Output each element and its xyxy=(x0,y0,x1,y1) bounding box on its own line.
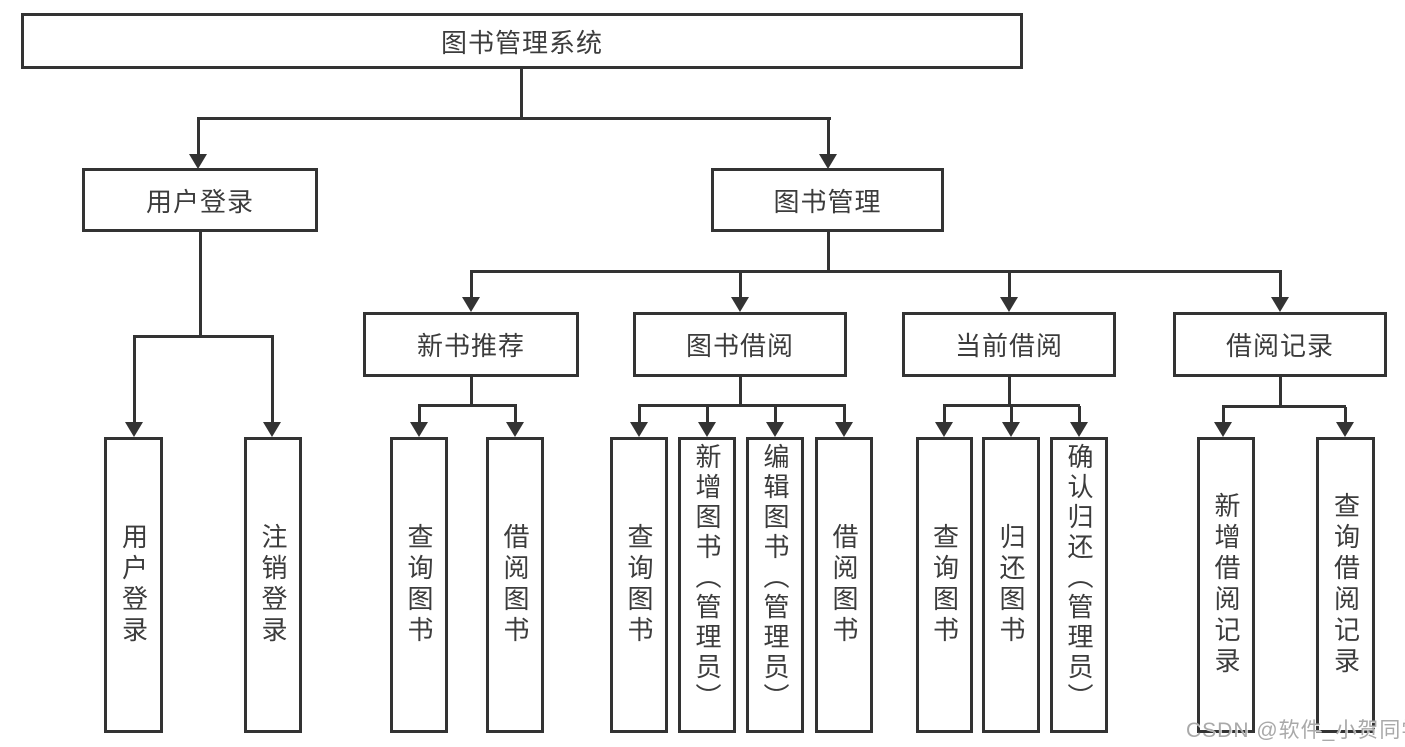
arrow-down-icon xyxy=(698,422,716,437)
connector-segment xyxy=(706,406,709,423)
connector-segment xyxy=(1010,406,1013,423)
arrow-down-icon xyxy=(410,422,428,437)
node-current-borrowing: 当前借阅 xyxy=(902,312,1116,377)
connector-segment xyxy=(470,376,473,407)
arrow-down-icon xyxy=(1000,297,1018,312)
arrow-down-icon xyxy=(189,154,207,169)
leaf-query-books-current: 查询图书 xyxy=(916,437,973,733)
connector-segment xyxy=(514,406,517,423)
connector-segment xyxy=(133,336,136,423)
arrow-down-icon xyxy=(1336,422,1354,437)
leaf-query-books-borrowing: 查询图书 xyxy=(610,437,668,733)
leaf-add-books-admin: 新增图书（管理员） xyxy=(678,437,736,733)
connector-segment xyxy=(1078,406,1081,423)
connector-segment xyxy=(843,406,846,423)
arrow-down-icon xyxy=(766,422,784,437)
leaf-label: 查询图书 xyxy=(929,523,960,647)
node-user-login-branch: 用户登录 xyxy=(82,168,318,232)
connector-segment xyxy=(418,406,421,423)
leaf-logout: 注销登录 xyxy=(244,437,302,733)
connector-segment xyxy=(739,272,742,298)
connector-segment xyxy=(470,270,1282,273)
connector-segment xyxy=(1222,407,1225,423)
connector-segment xyxy=(1008,272,1011,298)
arrow-down-icon xyxy=(835,422,853,437)
arrow-down-icon xyxy=(935,422,953,437)
arrow-down-icon xyxy=(263,422,281,437)
arrow-down-icon xyxy=(1002,422,1020,437)
arrow-down-icon xyxy=(1070,422,1088,437)
leaf-query-borrow-record: 查询借阅记录 xyxy=(1316,437,1375,733)
connector-segment xyxy=(638,406,641,423)
arrow-down-icon xyxy=(819,154,837,169)
leaf-label: 用户登录 xyxy=(118,523,149,647)
leaf-label: 确认归还（管理员） xyxy=(1064,443,1094,713)
leaf-confirm-return-admin: 确认归还（管理员） xyxy=(1050,437,1108,733)
leaf-user-login: 用户登录 xyxy=(104,437,163,733)
leaf-label: 查询图书 xyxy=(404,523,434,647)
arrow-down-icon xyxy=(125,422,143,437)
leaf-label: 查询借阅记录 xyxy=(1330,492,1361,678)
arrow-down-icon xyxy=(731,297,749,312)
leaf-borrow-books-borrowing: 借阅图书 xyxy=(815,437,873,733)
leaf-label: 查询图书 xyxy=(624,523,654,647)
connector-segment xyxy=(638,404,846,407)
connector-segment xyxy=(827,231,830,272)
csdn-watermark: CSDN @软件_小贺同学 xyxy=(1186,719,1405,742)
connector-segment xyxy=(739,376,742,406)
connector-segment xyxy=(1279,272,1282,298)
connector-segment xyxy=(943,404,1080,407)
connector-segment xyxy=(271,336,274,423)
connector-segment xyxy=(197,117,831,120)
arrow-down-icon xyxy=(1271,297,1289,312)
connector-segment xyxy=(520,68,523,120)
connector-segment xyxy=(1279,376,1282,407)
arrow-down-icon xyxy=(506,422,524,437)
connector-segment xyxy=(1008,376,1011,406)
connector-segment xyxy=(470,272,473,298)
leaf-edit-books-admin: 编辑图书（管理员） xyxy=(746,437,804,733)
leaf-return-books: 归还图书 xyxy=(982,437,1040,733)
leaf-label: 借阅图书 xyxy=(829,523,859,647)
node-book-management-branch: 图书管理 xyxy=(711,168,944,232)
arrow-down-icon xyxy=(462,297,480,312)
arrow-down-icon xyxy=(630,422,648,437)
connector-segment xyxy=(1344,407,1347,423)
node-root-system: 图书管理系统 xyxy=(21,13,1023,69)
node-borrowing-records: 借阅记录 xyxy=(1173,312,1387,377)
leaf-label: 新增借阅记录 xyxy=(1211,492,1241,678)
arrow-down-icon xyxy=(1214,422,1232,437)
leaf-borrow-books-recommend: 借阅图书 xyxy=(486,437,544,733)
leaf-label: 借阅图书 xyxy=(500,523,530,647)
connector-segment xyxy=(133,335,274,338)
connector-segment xyxy=(199,232,202,337)
connector-segment xyxy=(774,406,777,423)
connector-segment xyxy=(197,118,200,155)
leaf-label: 注销登录 xyxy=(258,523,288,647)
leaf-label: 编辑图书（管理员） xyxy=(760,443,790,713)
node-new-book-recommend: 新书推荐 xyxy=(363,312,579,377)
leaf-label: 新增图书（管理员） xyxy=(692,443,722,713)
connector-segment xyxy=(1222,405,1346,408)
connector-segment xyxy=(827,118,830,155)
node-book-borrowing: 图书借阅 xyxy=(633,312,847,377)
leaf-query-books-recommend: 查询图书 xyxy=(390,437,448,733)
leaf-add-borrow-record: 新增借阅记录 xyxy=(1197,437,1255,733)
connector-segment xyxy=(943,406,946,423)
leaf-label: 归还图书 xyxy=(996,523,1026,647)
connector-segment xyxy=(418,404,517,407)
